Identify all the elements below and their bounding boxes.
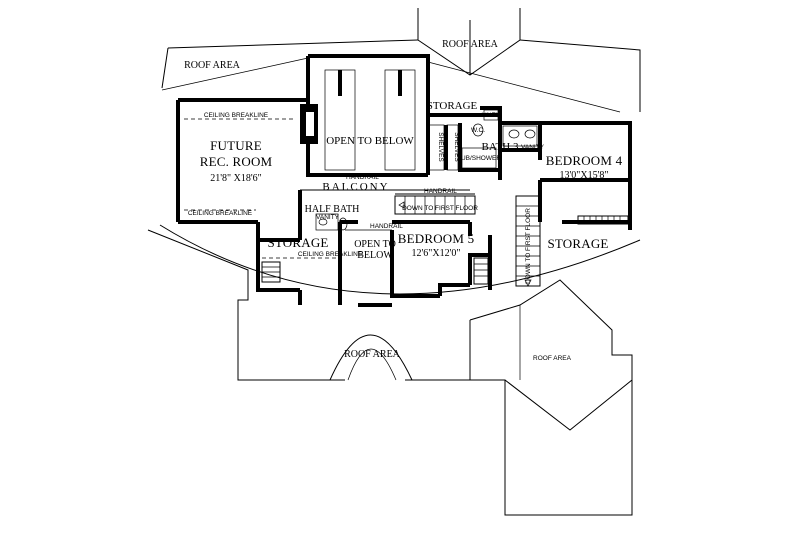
half-bath-label: HALF BATH xyxy=(305,204,360,215)
main-stair xyxy=(394,193,476,215)
handrail-balcony-label: HANDRAIL xyxy=(346,174,379,181)
balcony-label: BALCONY xyxy=(322,181,389,193)
future-rec-room-name: FUTURE xyxy=(210,138,262,153)
ceiling-breakline-bottom-label: CEILING BREAKLINE xyxy=(188,210,253,217)
fireplace xyxy=(300,104,318,144)
stair-arrow-right-icon xyxy=(524,279,532,287)
bedroom5-name: BEDROOM 5 xyxy=(398,231,475,246)
vanity-half-bath-label: VANITY xyxy=(316,214,340,221)
bath3-label: BATH 3 xyxy=(482,141,519,153)
storage-top-label: STORAGE xyxy=(427,100,478,112)
storage-right-stair xyxy=(577,215,629,225)
roof-outlines xyxy=(147,8,641,516)
bedroom5-size: 12'6"X12'0" xyxy=(412,248,461,259)
wc-label: W.C. xyxy=(471,127,485,134)
bedroom4-name: BEDROOM 4 xyxy=(546,153,623,168)
future-rec-room-size: 21'8" X18'6" xyxy=(210,173,262,184)
down-to-first-floor-right-label: DOWN TO FIRST FLOOR xyxy=(525,208,532,284)
bath3-fixtures xyxy=(461,109,538,169)
down-to-first-floor-label: DOWN TO FIRST FLOOR xyxy=(402,205,478,212)
tub-shower-label: TUB/SHOWER xyxy=(457,155,501,162)
stair-arrow-icon xyxy=(398,201,405,209)
linen-label: LINEN xyxy=(481,112,500,119)
vault-detail xyxy=(308,69,416,176)
handrail-stair-label: HANDRAIL xyxy=(424,188,457,195)
roof-area-left-label: ROOF AREA xyxy=(184,60,241,71)
shelves-left-label: SHELVES xyxy=(437,132,444,162)
shelves-right-label: SHELVES xyxy=(453,132,460,162)
roof-area-bottom-label: ROOF AREA xyxy=(344,349,401,360)
shelves-left-unit xyxy=(427,124,445,171)
bedroom4-size: 13'0"X15'8" xyxy=(560,170,609,181)
roof-area-bottom-right-label: ROOF AREA xyxy=(533,355,572,362)
open-to-below-small-1: OPEN TO xyxy=(354,239,396,250)
storage-left-stair xyxy=(261,261,281,283)
half-bath-fixtures xyxy=(315,213,348,231)
shelves-right-unit xyxy=(446,124,459,171)
handrail-open-label: HANDRAIL xyxy=(370,223,403,230)
storage-left-label: STORAGE xyxy=(267,235,328,250)
open-to-below-main-label: OPEN TO BELOW xyxy=(326,135,414,147)
bedroom5-stair xyxy=(473,257,489,285)
ceiling-breakline-top-label: CEILING BREAKLINE xyxy=(204,112,269,119)
future-rec-room-name-2: REC. ROOM xyxy=(200,154,273,169)
open-to-below-small-2: BELOW xyxy=(357,250,393,261)
roof-area-top-label: ROOF AREA xyxy=(442,39,499,50)
ceiling-breakline-storage-label: CEILING BREAKLINE xyxy=(298,251,363,258)
vanity-bath3-label: VANITY xyxy=(521,144,545,151)
interior-walls xyxy=(258,106,630,305)
storage-right-label: STORAGE xyxy=(547,236,608,251)
